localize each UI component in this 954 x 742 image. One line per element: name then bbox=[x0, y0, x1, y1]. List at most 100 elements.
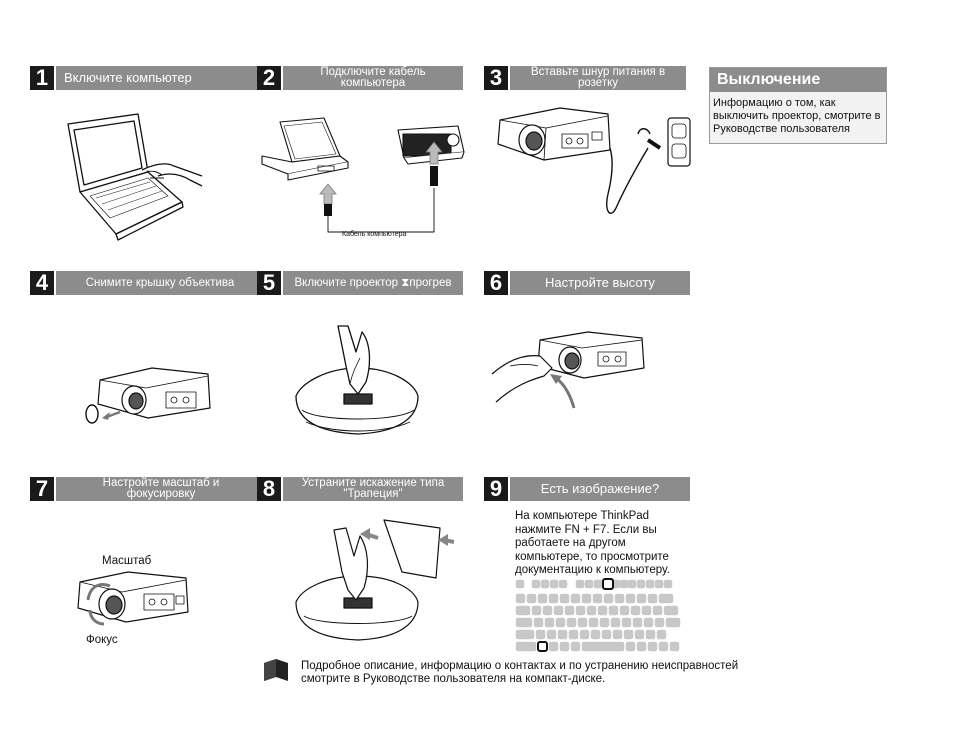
focus-label: Фокус bbox=[86, 634, 118, 646]
keyboard-key bbox=[643, 617, 654, 628]
keyboard-key bbox=[597, 605, 608, 616]
keyboard-key bbox=[581, 641, 625, 652]
keyboard-key bbox=[632, 617, 643, 628]
keyboard-key bbox=[531, 579, 541, 589]
keyboard-key bbox=[636, 593, 647, 604]
keyboard-key bbox=[575, 605, 586, 616]
keyboard-key bbox=[544, 617, 555, 628]
keyboard-key bbox=[570, 593, 581, 604]
shutdown-title: Выключение bbox=[710, 68, 886, 92]
keyboard-key bbox=[590, 629, 601, 640]
keyboard-key bbox=[619, 579, 629, 589]
keyboard-key bbox=[515, 617, 533, 628]
keyboard-key bbox=[654, 579, 664, 589]
step-9-header: 9 Есть изображение? bbox=[484, 477, 692, 501]
keyboard-key bbox=[557, 629, 568, 640]
keyboard-key bbox=[537, 593, 548, 604]
step-6-header: 6 Настройте высоту bbox=[484, 271, 692, 295]
step-label: Настройте масштаб и фокусировку bbox=[56, 477, 266, 501]
step-number: 3 bbox=[484, 66, 508, 90]
laptop-illustration bbox=[67, 113, 203, 241]
keyboard-key bbox=[575, 579, 585, 589]
keyboard-key bbox=[601, 629, 612, 640]
keyboard-key bbox=[608, 605, 619, 616]
keyboard-key bbox=[612, 629, 623, 640]
keyboard-key bbox=[515, 579, 525, 589]
step-number: 5 bbox=[257, 271, 281, 295]
keyboard-key bbox=[584, 579, 594, 589]
step-number: 2 bbox=[257, 66, 281, 90]
keyboard-key bbox=[619, 605, 630, 616]
keyboard-key bbox=[515, 629, 535, 640]
keyboard-key bbox=[599, 617, 610, 628]
keystone-illustration bbox=[295, 519, 455, 641]
zoom-label: Масштаб bbox=[102, 555, 152, 567]
footer-note: Подробное описание, информацию о контакт… bbox=[301, 660, 739, 685]
keyboard-key bbox=[627, 579, 637, 589]
shutdown-body: Информацию о том, как выключить проектор… bbox=[713, 97, 881, 135]
lens-cap-illustration bbox=[85, 367, 211, 424]
step-1-header: 1 Включите компьютер bbox=[30, 66, 266, 90]
zoom-focus-illustration bbox=[77, 571, 189, 626]
keyboard-key bbox=[634, 629, 645, 640]
keyboard-key bbox=[663, 579, 673, 589]
keyboard-key bbox=[636, 579, 646, 589]
cable-connection-illustration: Кабель компьютера bbox=[261, 117, 465, 238]
step-label: Включите компьютер bbox=[56, 66, 266, 90]
keyboard-key bbox=[542, 605, 553, 616]
keyboard-key bbox=[526, 593, 537, 604]
shutdown-panel: Выключение Информацию о том, как выключи… bbox=[709, 67, 887, 144]
step-number: 4 bbox=[30, 271, 54, 295]
keyboard-key bbox=[636, 641, 647, 652]
keyboard-key bbox=[641, 605, 652, 616]
keyboard-key bbox=[553, 605, 564, 616]
keyboard-key bbox=[621, 617, 632, 628]
keyboard-key bbox=[570, 641, 581, 652]
keyboard-key bbox=[555, 617, 566, 628]
keyboard-key bbox=[577, 617, 588, 628]
keyboard-key bbox=[592, 593, 603, 604]
keyboard-key bbox=[645, 629, 656, 640]
step-label: Настройте высоту bbox=[510, 271, 690, 295]
step-7-header: 7 Настройте масштаб и фокусировку bbox=[30, 477, 266, 501]
keyboard-key bbox=[549, 579, 559, 589]
keyboard-key bbox=[546, 629, 557, 640]
keyboard-key bbox=[630, 605, 641, 616]
step-number: 7 bbox=[30, 477, 54, 501]
highlighted-key bbox=[537, 641, 548, 652]
step-label: Снимите крышку объектива bbox=[56, 271, 264, 295]
keyboard-key bbox=[623, 629, 634, 640]
step-number: 1 bbox=[30, 66, 54, 90]
keyboard-key bbox=[625, 593, 636, 604]
height-adjust-illustration bbox=[491, 331, 645, 409]
keyboard-key bbox=[603, 593, 614, 604]
keyboard-key bbox=[625, 641, 636, 652]
keyboard-key bbox=[656, 629, 667, 640]
keyboard-key bbox=[669, 641, 680, 652]
keyboard-key bbox=[531, 605, 542, 616]
keyboard-key bbox=[652, 605, 663, 616]
keyboard-key bbox=[558, 579, 568, 589]
keyboard-key bbox=[533, 617, 544, 628]
keyboard-key bbox=[658, 641, 669, 652]
keyboard-key bbox=[663, 605, 679, 616]
step-4-header: 4 Снимите крышку объектива bbox=[30, 271, 264, 295]
step-3-header: 3 Вставьте шнур питания в розетку bbox=[484, 66, 692, 90]
keyboard-key bbox=[588, 617, 599, 628]
step9-instructions: На компьютере ThinkPad нажмите FN + F7. … bbox=[515, 510, 670, 576]
keyboard-key bbox=[579, 629, 590, 640]
keyboard-key bbox=[665, 617, 681, 628]
keyboard-key bbox=[658, 593, 674, 604]
keyboard-key bbox=[566, 617, 577, 628]
cable-label: Кабель компьютера bbox=[342, 230, 407, 238]
book-icon bbox=[264, 659, 288, 681]
step-2-header: 2 Подключите кабель компьютера bbox=[257, 66, 465, 90]
keyboard-key bbox=[559, 593, 570, 604]
step-label: Есть изображение? bbox=[510, 477, 690, 501]
keyboard-key bbox=[548, 641, 559, 652]
step-number: 9 bbox=[484, 477, 508, 501]
keyboard-key bbox=[548, 593, 559, 604]
keyboard-illustration bbox=[515, 578, 681, 652]
keyboard-key bbox=[593, 579, 603, 589]
power-on-illustration bbox=[295, 325, 419, 435]
